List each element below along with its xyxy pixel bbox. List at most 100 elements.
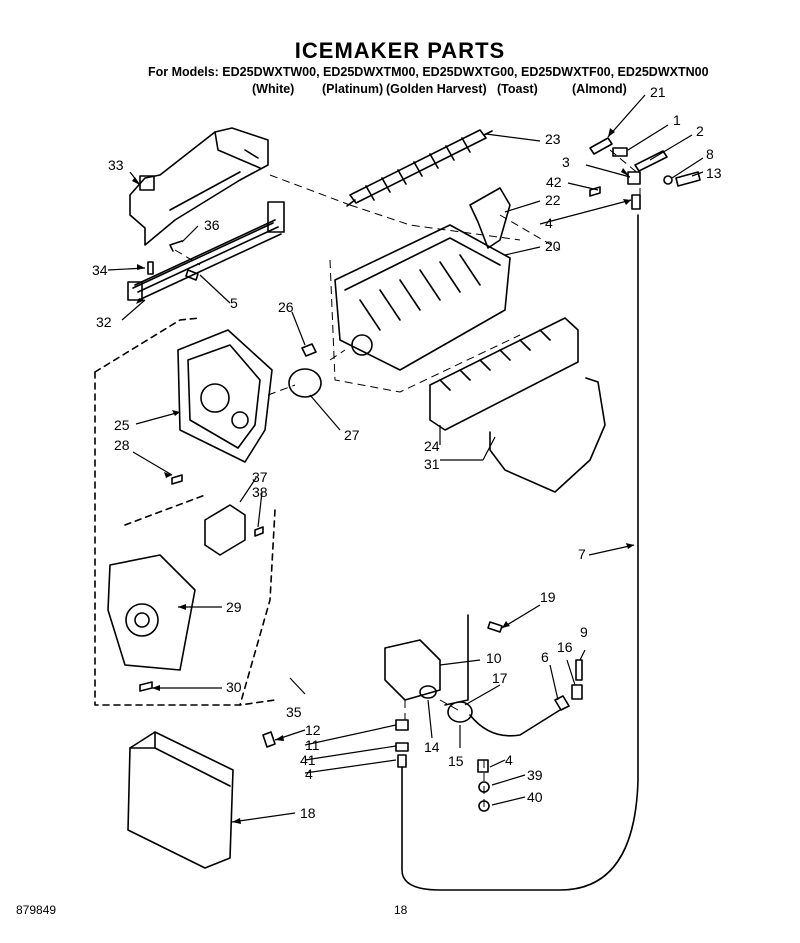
insert-4 [397, 754, 407, 768]
part-6 [554, 695, 570, 711]
supply-tube [469, 709, 561, 737]
color-toast: (Toast) [497, 82, 538, 96]
page-title: ICEMAKER PARTS [294, 38, 506, 63]
part-1 [612, 147, 628, 157]
arrowheads [132, 128, 634, 824]
part-9 [575, 659, 583, 681]
screw-42 [589, 186, 601, 197]
foam-block [127, 731, 234, 869]
screw-36 [169, 240, 183, 252]
callout-37: 37 [252, 469, 268, 485]
color-white: (White) [252, 82, 295, 96]
ice-mold [334, 224, 511, 371]
callout-4-top: 4 [545, 215, 553, 231]
color-golden-harvest: (Golden Harvest) [386, 82, 487, 96]
screw-34 [147, 261, 154, 275]
callout-20: 20 [545, 238, 561, 254]
part-8 [663, 175, 673, 185]
callout-33: 33 [108, 157, 124, 173]
part-13 [675, 171, 701, 187]
screw-28 [171, 474, 183, 485]
callout-14: 14 [424, 739, 440, 755]
callout-10: 10 [486, 650, 502, 666]
callout-24: 24 [424, 438, 440, 454]
callout-32: 32 [96, 314, 112, 330]
insert-4-top [631, 194, 641, 210]
part-2 [634, 150, 668, 172]
part-drawings [94, 127, 701, 891]
callout-17: 17 [492, 670, 508, 686]
color-almond: (Almond) [572, 82, 627, 96]
part-15 [447, 701, 473, 723]
callout-31: 31 [424, 456, 440, 472]
document-number: 879849 [16, 903, 57, 917]
control-module [177, 329, 273, 463]
clip-5 [185, 269, 199, 281]
part-3 [627, 171, 641, 185]
callout-38: 38 [252, 484, 268, 500]
callout-9: 9 [580, 624, 588, 640]
module-support [107, 554, 196, 671]
shutoff-arm [489, 377, 606, 493]
callout-labels: 21 1 2 3 8 13 42 22 4 23 20 33 36 34 5 3… [92, 84, 722, 821]
part-16 [571, 684, 583, 700]
callout-34: 34 [92, 262, 108, 278]
callout-8: 8 [706, 146, 714, 162]
cover-27 [288, 368, 322, 398]
callout-2: 2 [696, 123, 704, 139]
callout-35: 35 [286, 704, 302, 720]
callout-13: 13 [706, 165, 722, 181]
fill-cup [469, 187, 511, 249]
callout-39: 39 [527, 767, 543, 783]
models-line: For Models: ED25DWXTW00, ED25DWXTM00, ED… [148, 65, 709, 79]
screw-19 [487, 621, 503, 633]
callout-25: 25 [114, 417, 130, 433]
mounting-bracket [129, 127, 269, 246]
wire-harness [127, 201, 285, 301]
callout-6: 6 [541, 649, 549, 665]
part-21 [589, 137, 613, 155]
insert-4b [477, 759, 489, 773]
callout-3: 3 [562, 154, 570, 170]
callout-18: 18 [300, 805, 316, 821]
callout-36: 36 [204, 217, 220, 233]
ice-rake [429, 317, 579, 431]
callout-16: 16 [557, 639, 573, 655]
nut-11 [395, 719, 409, 731]
callout-11: 11 [305, 737, 320, 753]
callout-29: 29 [226, 599, 242, 615]
assembly-lines [174, 149, 641, 810]
callout-22: 22 [545, 192, 561, 208]
callout-28: 28 [114, 437, 130, 453]
callout-5: 5 [230, 295, 238, 311]
leader-lines [107, 94, 704, 823]
water-tube-7 [401, 214, 639, 891]
screw-30 [139, 681, 153, 692]
color-platinum: (Platinum) [322, 82, 384, 96]
screw-38 [254, 526, 264, 537]
callout-4-tube: 4 [505, 752, 513, 768]
ejector-assembly [346, 129, 493, 207]
callout-27: 27 [344, 427, 360, 443]
sleeve-41 [395, 742, 409, 752]
callout-42: 42 [546, 174, 562, 190]
callout-21: 21 [650, 84, 666, 100]
part-14 [419, 685, 437, 699]
callout-1: 1 [673, 112, 681, 128]
callout-7: 7 [578, 546, 586, 562]
water-valve [384, 614, 469, 706]
page-number: 18 [394, 903, 408, 917]
callout-23: 23 [545, 131, 561, 147]
callout-19: 19 [540, 589, 556, 605]
callout-4-valve: 4 [305, 766, 313, 782]
callout-26: 26 [278, 299, 294, 315]
clip-26 [301, 343, 317, 357]
callout-40: 40 [527, 789, 543, 805]
callout-12: 12 [305, 722, 321, 738]
callout-30: 30 [226, 679, 242, 695]
callout-41: 41 [300, 752, 316, 768]
motor-37 [204, 504, 246, 556]
nut-12 [262, 731, 276, 748]
callout-15: 15 [448, 753, 464, 769]
